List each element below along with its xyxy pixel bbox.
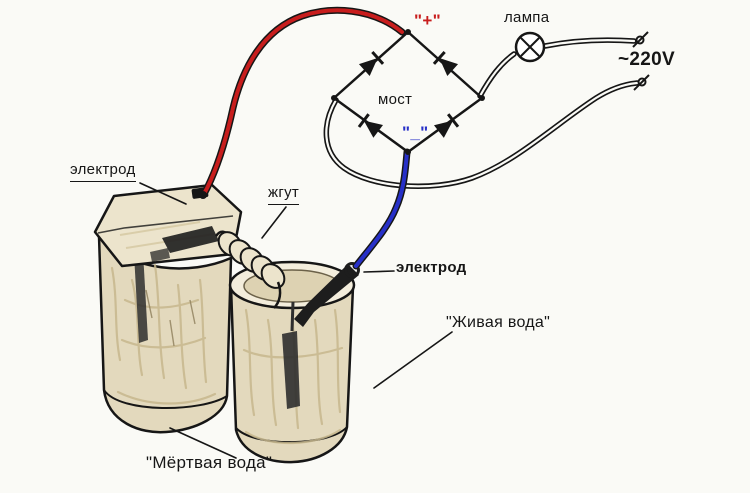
left-jar (97, 234, 233, 434)
leader-electrode-left (139, 182, 187, 205)
mains-terminal-upper (632, 31, 649, 48)
electrode-left-label: электрод (70, 161, 136, 182)
voltage-label: ~220V (618, 49, 675, 70)
living-water-label: "Живая вода" (446, 314, 551, 331)
dead-water-label: "Мёртвая вода" (146, 453, 273, 472)
lid-bracket-small (150, 248, 170, 262)
diode-bottom-left (357, 113, 384, 138)
ac-wire-upper (477, 37, 637, 99)
diode-bridge (331, 29, 485, 155)
left-jar-hatching (110, 263, 217, 405)
leader-living-water (373, 331, 453, 389)
electrode-right-label: электрод (396, 259, 467, 276)
bundle-label: жгут (268, 184, 300, 205)
lamp-icon (514, 31, 546, 63)
left-jar-lid (93, 183, 243, 268)
leader-dead-water (169, 427, 237, 459)
inner-plate-stem (290, 301, 295, 332)
right-jar-electrode-plate (282, 331, 300, 409)
lid-electrode-bracket (162, 226, 219, 253)
mains-terminal-lower (633, 74, 650, 91)
right-electrode (294, 262, 360, 327)
ac-wire-lower (323, 80, 640, 190)
plus-terminal-label: "+" (414, 11, 441, 30)
diode-top-left (358, 51, 385, 76)
cloth-bundle-coil (214, 230, 286, 309)
leader-lines (139, 182, 453, 459)
left-jar-speckles (145, 289, 196, 347)
diode-top-right (432, 51, 459, 76)
minus-terminal-label: "_" (402, 123, 429, 142)
leader-bundle (261, 206, 287, 239)
left-jar-electrode-plate (134, 252, 148, 343)
leader-electrode-right (363, 270, 395, 273)
positive-wire (199, 6, 406, 199)
lamp-label: лампа (504, 9, 550, 26)
negative-wire (352, 148, 411, 270)
diode-bottom-right (433, 113, 460, 138)
electrode-clamp-ring (344, 262, 360, 278)
bridge-label: мост (378, 91, 413, 108)
